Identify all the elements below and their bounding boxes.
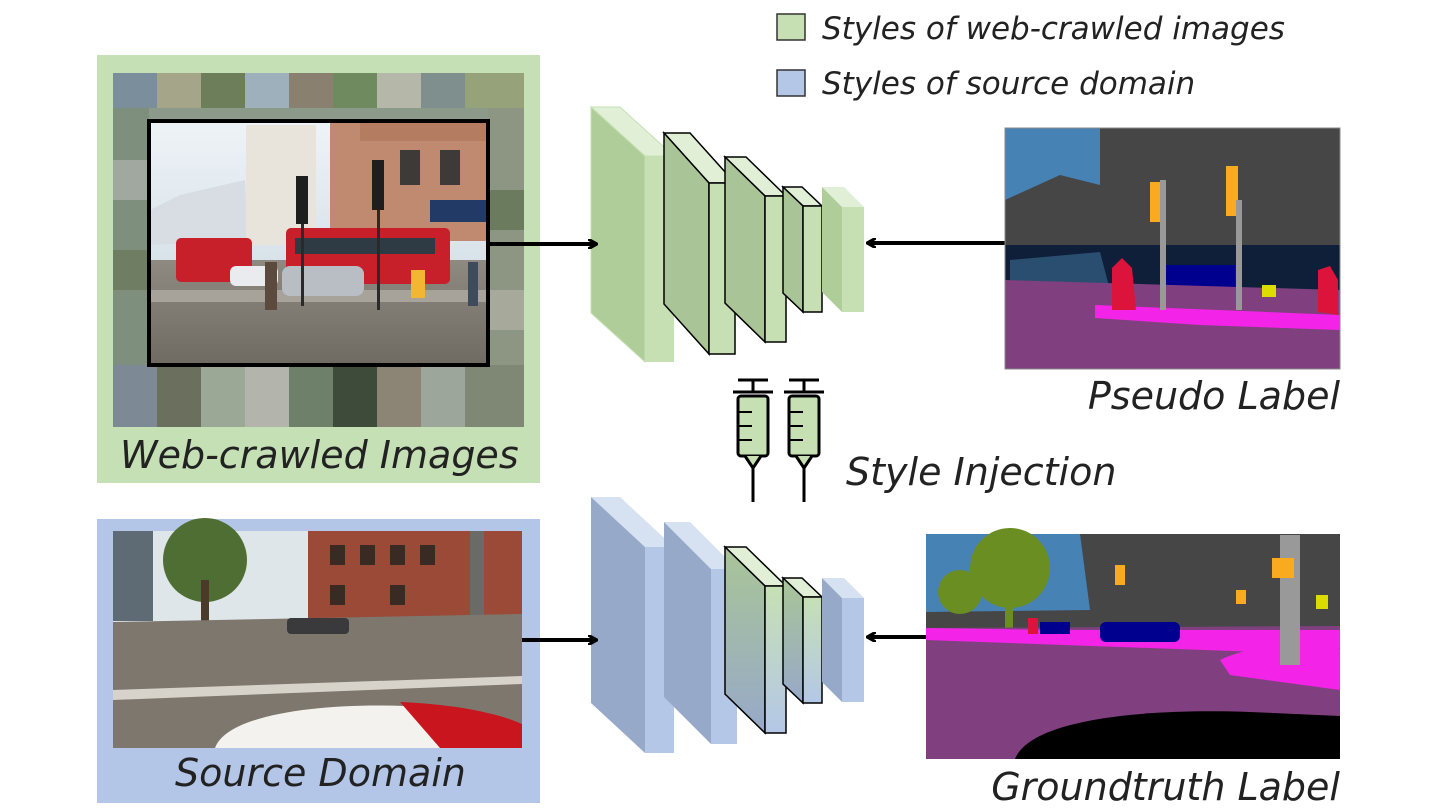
network-bottom-layer-5: [822, 578, 864, 702]
source-domain-panel: Source Domain: [97, 518, 540, 803]
pseudo-label-caption: Pseudo Label: [1088, 374, 1341, 418]
network-top: [589, 105, 864, 364]
legend-label-web: Styles of web-crawled images: [822, 11, 1285, 47]
game-scene-photo: [113, 518, 522, 748]
syringe-icon: [784, 378, 824, 502]
network-bottom-layer-4: [781, 576, 824, 705]
network-top-layer-1: [589, 105, 676, 364]
arrows: [490, 243, 1005, 640]
network-top-layer-5: [822, 187, 864, 312]
syringe-icon: [733, 378, 773, 502]
style-injection-label: Style Injection: [846, 450, 1116, 494]
groundtruth-label-caption: Groundtruth Label: [991, 765, 1340, 809]
legend: Styles of web-crawled images Styles of s…: [776, 11, 1285, 102]
network-bottom-layer-1: [591, 497, 674, 753]
network-bottom-layer-3: [723, 545, 788, 735]
web-images-label: Web-crawled Images: [120, 433, 519, 477]
street-photo: [147, 119, 490, 367]
web-crawled-images-panel: Web-crawled Images: [97, 55, 540, 483]
network-top-layer-4: [781, 185, 824, 314]
network-bottom: [591, 497, 864, 753]
pseudo-label-map: [1004, 127, 1341, 370]
legend-swatch-source: [776, 69, 806, 97]
legend-swatch-web: [776, 13, 806, 41]
legend-label-source: Styles of source domain: [822, 66, 1195, 102]
groundtruth-label-map: [926, 528, 1340, 759]
source-domain-label: Source Domain: [175, 751, 466, 795]
